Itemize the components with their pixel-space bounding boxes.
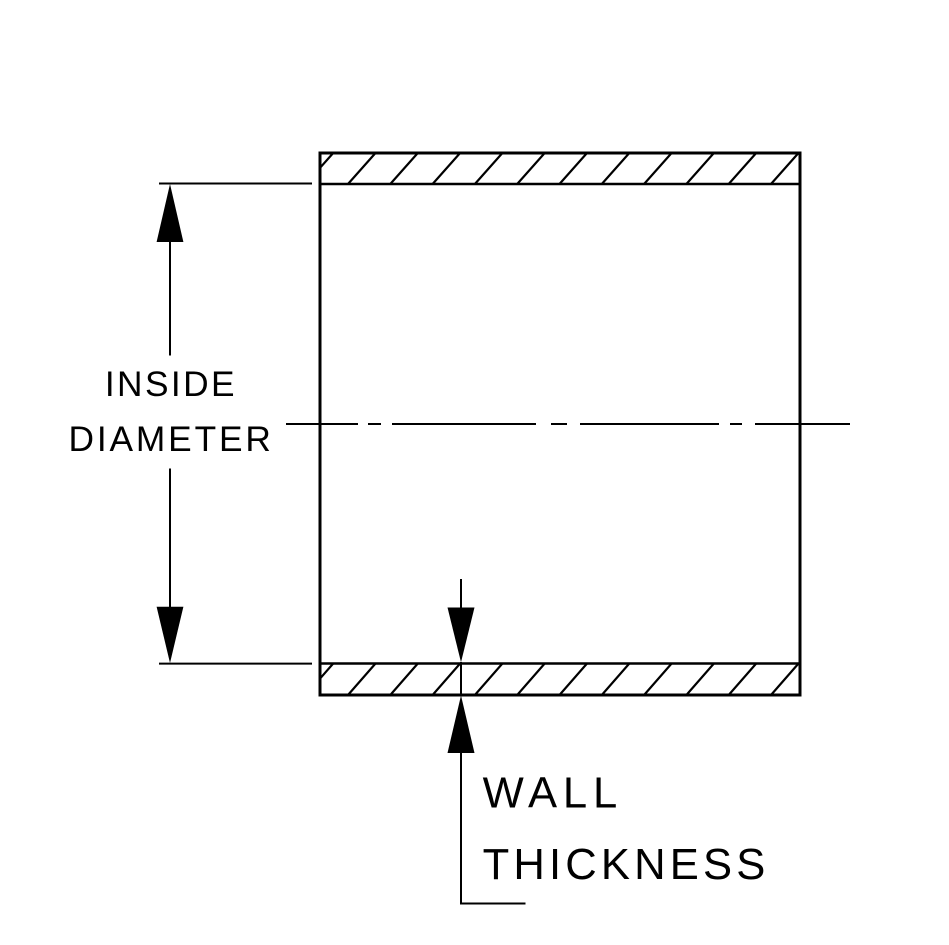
wall-thickness-dimension: WALL THICKNESS <box>447 579 766 905</box>
arrow-down-icon <box>156 606 184 663</box>
inside-diameter-label-line1: INSIDE <box>105 365 235 404</box>
arrow-down-icon <box>447 607 475 663</box>
wall-thickness-leader-lower <box>460 753 526 905</box>
wall-thickness-label-line1: WALL <box>483 770 618 818</box>
bottom-wall-hatch <box>320 663 800 696</box>
top-wall-hatch <box>320 153 800 185</box>
arrow-up-icon <box>447 695 475 753</box>
inside-diameter-dimension: INSIDE DIAMETER <box>69 182 312 665</box>
arrow-up-icon <box>156 184 184 242</box>
wall-thickness-label-line2: THICKNESS <box>483 841 766 889</box>
inside-diameter-label-line2: DIAMETER <box>69 420 271 459</box>
